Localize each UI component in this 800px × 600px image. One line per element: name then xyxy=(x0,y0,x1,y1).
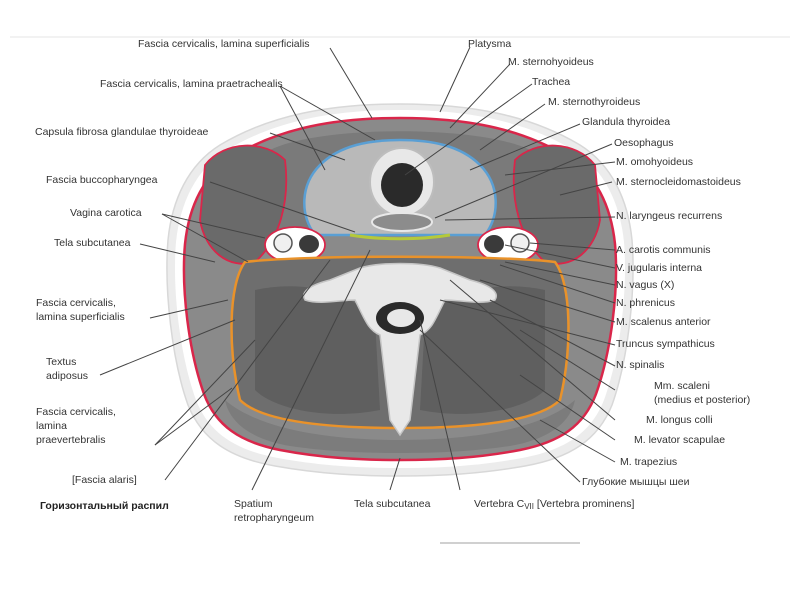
label-textus-2: adiposus xyxy=(46,370,89,382)
label-fascia-superficialis-top: Fascia cervicalis, lamina superficialis xyxy=(138,38,310,50)
scm-left xyxy=(199,144,288,265)
vertebra-c7 xyxy=(303,262,497,437)
label-platysma: Platysma xyxy=(468,38,512,50)
label-sternothyroideus: M. sternothyroideus xyxy=(548,96,641,108)
label-carotis: A. carotis communis xyxy=(616,244,711,256)
label-praetrachealis: Fascia cervicalis, lamina praetrachealis xyxy=(100,78,283,90)
label-tela-subcutanea-left: Tela subcutanea xyxy=(54,237,131,249)
label-vertebra: Vertebra CVII [Vertebra prominens] xyxy=(474,498,634,513)
label-scalenus-anterior: M. scalenus anterior xyxy=(616,316,711,328)
label-trapezius: M. trapezius xyxy=(620,456,678,468)
spinal-cord xyxy=(387,309,415,327)
label-scaleni-2: (medius et posterior) xyxy=(654,394,751,406)
label-sternohyoideus: M. sternohyoideus xyxy=(508,56,594,68)
label-alaris: [Fascia alaris] xyxy=(72,474,137,486)
label-capsula: Capsula fibrosa glandulae thyroideae xyxy=(35,126,209,138)
label-glubokie: Глубокие мышцы шеи xyxy=(582,476,690,488)
label-laryngeus: N. laryngeus recurrens xyxy=(616,210,723,222)
oesophagus xyxy=(371,212,433,232)
label-superficialis-left-2: lamina superficialis xyxy=(36,311,125,323)
label-praevertebralis-2: lamina xyxy=(36,420,67,432)
label-trachea: Trachea xyxy=(532,76,571,88)
label-superficialis-left-1: Fascia cervicalis, xyxy=(36,297,116,309)
label-praevertebralis-3: praevertebralis xyxy=(36,434,106,446)
label-sternocleido: M. sternocleidomastoideus xyxy=(616,176,741,188)
label-vertebra-main: Vertebra C xyxy=(474,498,525,510)
trapezius xyxy=(225,400,575,453)
scm-right xyxy=(512,144,601,265)
label-vertebra-sub: VII xyxy=(524,502,534,511)
label-tela-subcutanea-bottom: Tela subcutanea xyxy=(354,498,431,510)
label-spinalis: N. spinalis xyxy=(616,359,665,371)
label-vagina-carotica: Vagina carotica xyxy=(70,207,142,219)
leader-lines xyxy=(99,46,616,491)
label-truncus: Truncus sympathicus xyxy=(616,338,715,350)
trachea-lumen xyxy=(381,163,423,207)
label-raspil: Горизонтальный распил xyxy=(40,500,169,512)
label-phrenicus: N. phrenicus xyxy=(616,297,675,309)
label-praevertebralis-1: Fascia cervicalis, xyxy=(36,406,116,418)
label-oesophagus: Oesophagus xyxy=(614,137,674,149)
label-buccopharyngea: Fascia buccopharyngea xyxy=(46,174,158,186)
label-omohyoideus: M. omohyoideus xyxy=(616,156,694,168)
label-longus: M. longus colli xyxy=(646,414,713,426)
label-spatium-1: Spatium xyxy=(234,498,273,510)
label-levator: M. levator scapulae xyxy=(634,434,726,446)
label-spatium-2: retropharyngeum xyxy=(234,512,314,524)
jugularis-left xyxy=(299,235,319,253)
label-textus-1: Textus xyxy=(46,356,77,368)
fascia-buccopharyngea xyxy=(349,233,451,241)
carotis-left xyxy=(273,233,293,253)
label-vagus: N. vagus (X) xyxy=(616,279,675,291)
label-jugularis: V. jugularis interna xyxy=(616,262,702,274)
label-vertebra-post: [Vertebra prominens] xyxy=(533,498,635,510)
deep-muscles-right xyxy=(420,286,545,414)
label-scaleni-1: Mm. scaleni xyxy=(654,380,711,392)
label-glandula: Glandula thyroidea xyxy=(582,116,671,128)
jugularis-right xyxy=(484,235,504,253)
